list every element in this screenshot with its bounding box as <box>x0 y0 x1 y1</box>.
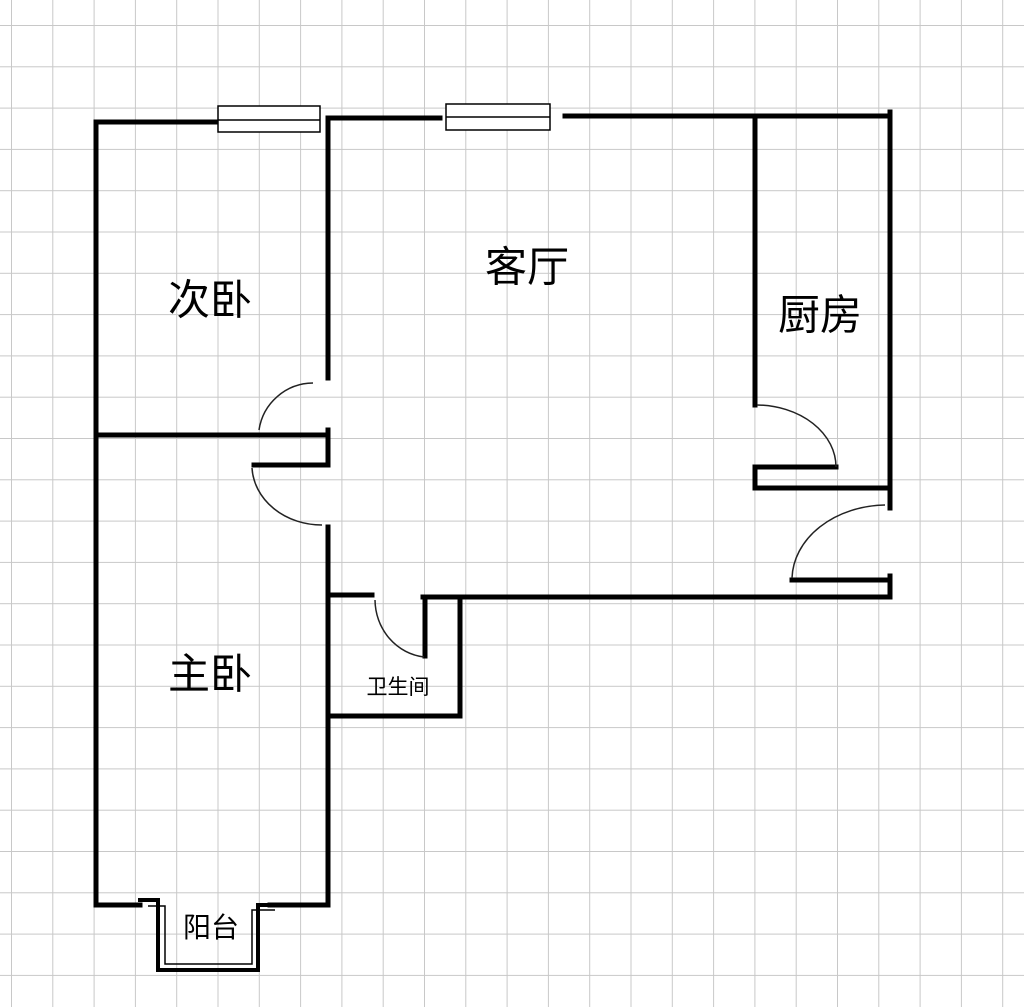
room-label-balcony: 阳台 <box>182 911 240 944</box>
walls <box>93 109 893 908</box>
room-label-master-bedroom: 主卧 <box>167 649 253 699</box>
window-second-bedroom <box>217 105 321 133</box>
room-label-living-room: 客厅 <box>484 242 570 292</box>
balcony-walls <box>138 898 275 972</box>
room-label-bathroom: 卫生间 <box>366 675 430 699</box>
room-label-second-bedroom: 次卧 <box>167 275 253 325</box>
doors <box>251 382 886 658</box>
door-entrance <box>791 504 886 579</box>
door-bathroom <box>374 599 425 658</box>
room-label-kitchen: 厨房 <box>777 290 863 340</box>
door-second-bedroom <box>258 382 314 431</box>
door-master-bedroom <box>251 467 323 526</box>
door-kitchen <box>756 404 837 468</box>
windows <box>217 103 551 133</box>
